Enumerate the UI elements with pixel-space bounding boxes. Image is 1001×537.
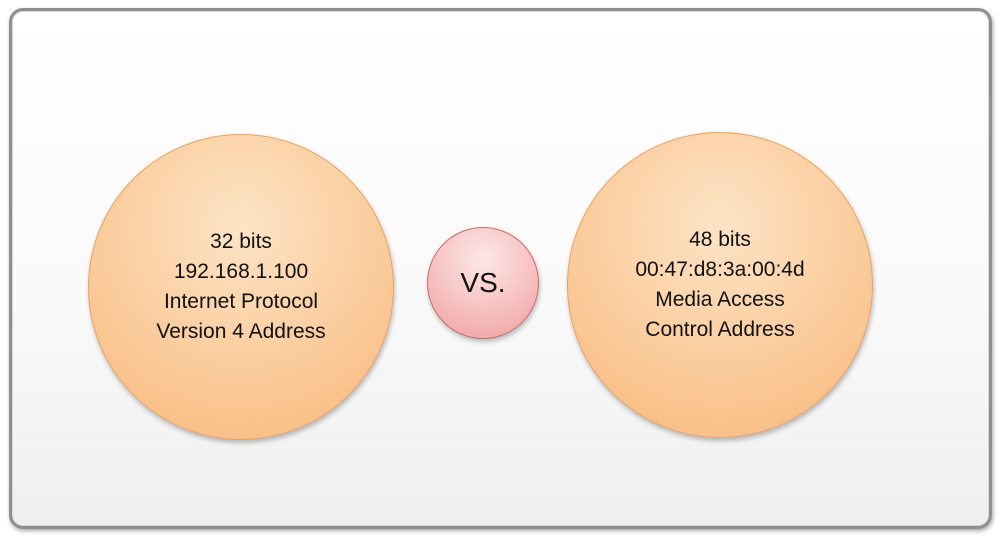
vs-label: VS. bbox=[460, 267, 506, 298]
ipv4-circle: 32 bits 192.168.1.100 Internet Protocol … bbox=[88, 134, 394, 440]
mac-name-line2: Control Address bbox=[645, 318, 795, 341]
mac-example: 00:47:d8:3a:00:4d bbox=[635, 258, 805, 281]
ipv4-name-line2: Version 4 Address bbox=[156, 320, 326, 343]
mac-name-line1: Media Access bbox=[655, 288, 785, 311]
mac-circle: 48 bits 00:47:d8:3a:00:4d Media Access C… bbox=[567, 132, 873, 438]
ipv4-name-line1: Internet Protocol bbox=[163, 290, 319, 313]
ipv4-example: 192.168.1.100 bbox=[173, 260, 309, 283]
vs-circle: VS. bbox=[427, 227, 539, 339]
ipv4-bits: 32 bits bbox=[210, 230, 272, 253]
mac-bits: 48 bits bbox=[689, 228, 751, 251]
